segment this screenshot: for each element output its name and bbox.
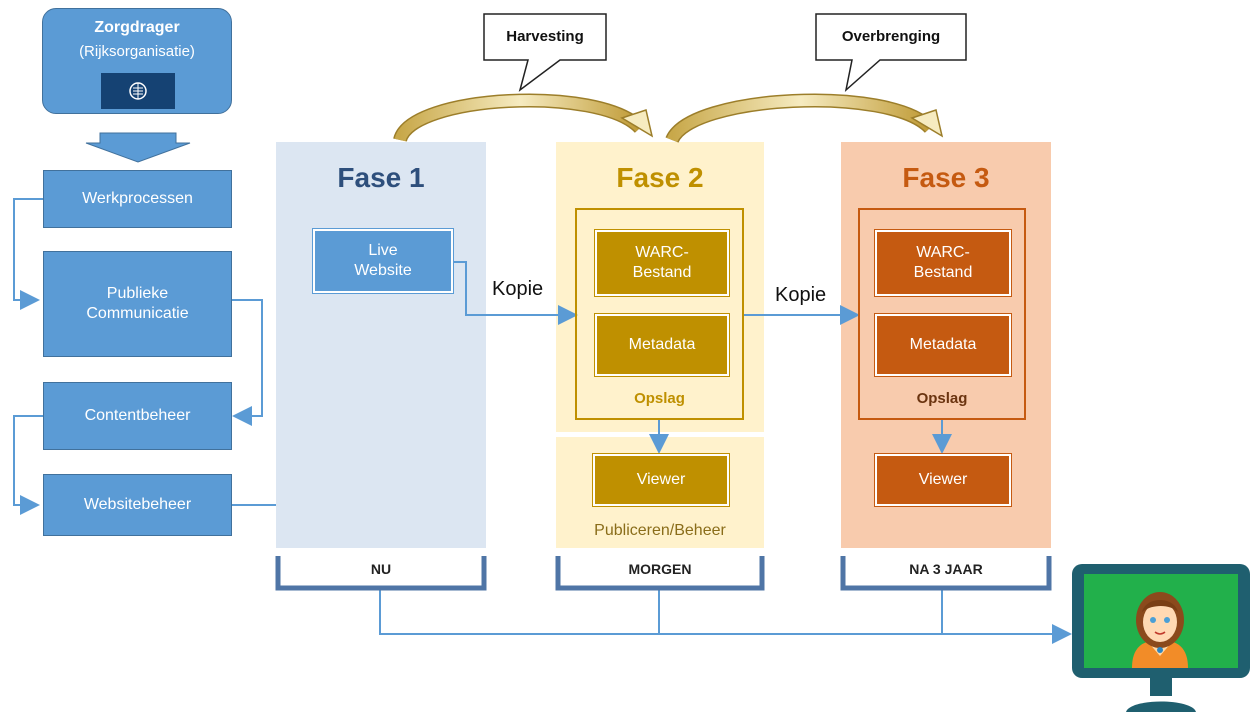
zorgdrager-title: Zorgdrager — [94, 19, 180, 36]
fase1-panel — [276, 142, 486, 548]
fase2-warc-box: WARC- Bestand — [594, 229, 730, 297]
zorgdrager-subtitle: (Rijksorganisatie) — [79, 43, 195, 60]
werkprocessen-box: Werkprocessen — [43, 170, 232, 228]
publieke-communicatie-box: Publieke Communicatie — [43, 251, 232, 357]
websitebeheer-box: Websitebeheer — [43, 474, 232, 536]
fase2-viewer-box: Viewer — [592, 453, 730, 507]
live-website-label: Live Website — [354, 242, 412, 279]
zorgdrager-box: Zorgdrager (Rijksorganisatie) — [42, 8, 232, 114]
kopie-label-2: Kopie — [775, 284, 827, 306]
fase3-metadata-label: Metadata — [909, 336, 977, 353]
rijksoverheid-logo-icon — [101, 73, 175, 109]
fase3-warc-box: WARC- Bestand — [874, 229, 1012, 297]
fase2-warc-label: WARC- Bestand — [632, 244, 692, 281]
overbrenging-curve-arrow — [665, 93, 944, 144]
fase2-opslag-label: Opslag — [634, 390, 685, 407]
down-arrow-icon — [85, 132, 191, 163]
fase2-viewer-label: Viewer — [636, 471, 686, 488]
fase3-opslag-label: Opslag — [916, 390, 968, 407]
publieke-communicatie-label: Publieke Communicatie — [86, 285, 189, 322]
fase3-warc-label: WARC- Bestand — [913, 244, 973, 281]
overbrenging-label: Overbrenging — [841, 28, 941, 45]
harvesting-curve-arrow — [393, 93, 654, 143]
fase2-title: Fase 2 — [616, 162, 704, 193]
fase3-viewer-box: Viewer — [874, 453, 1012, 507]
fase1-title: Fase 1 — [337, 162, 425, 193]
harvesting-label: Harvesting — [506, 28, 584, 45]
contentbeheer-box: Contentbeheer — [43, 382, 232, 450]
fase2-metadata-box: Metadata — [594, 313, 730, 377]
fase3-viewer-label: Viewer — [918, 471, 968, 488]
fase3-metadata-box: Metadata — [874, 313, 1012, 377]
time-label-na-3-jaar: NA 3 JAAR — [848, 561, 1044, 577]
harvesting-callout — [483, 13, 607, 92]
websitebeheer-label: Websitebeheer — [83, 496, 192, 513]
fase3-title: Fase 3 — [902, 162, 990, 193]
fase2-metadata-label: Metadata — [628, 336, 696, 353]
contentbeheer-label: Contentbeheer — [84, 407, 191, 424]
kopie-label-1: Kopie — [492, 278, 544, 300]
time-label-nu: NU — [283, 561, 479, 577]
overbrenging-callout — [815, 13, 967, 93]
publiceren-beheer-label: Publiceren/Beheer — [594, 522, 726, 539]
time-label-morgen: MORGEN — [563, 561, 757, 577]
werkprocessen-label: Werkprocessen — [82, 190, 193, 207]
monitor-user-icon — [1072, 564, 1250, 712]
live-website-box: Live Website — [312, 228, 454, 294]
